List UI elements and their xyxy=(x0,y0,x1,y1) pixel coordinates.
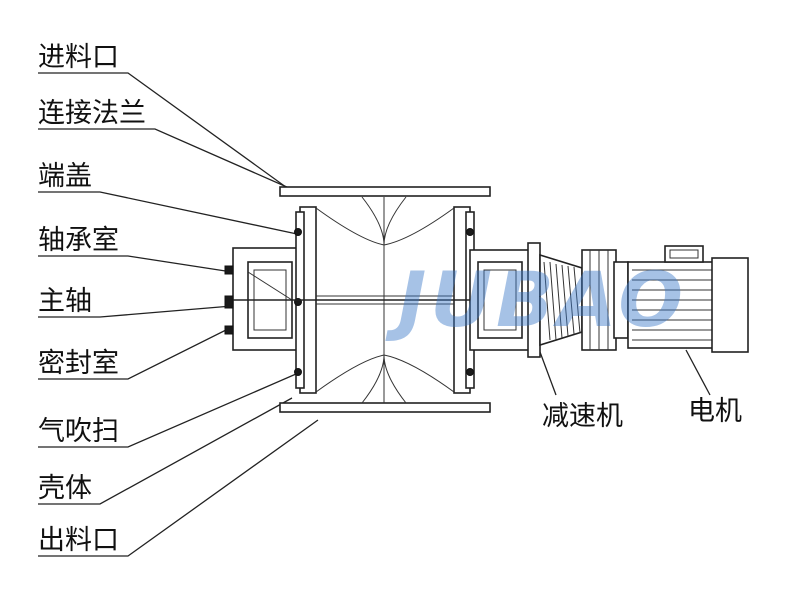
bolt xyxy=(224,325,234,335)
label-inlet: 进料口 xyxy=(38,42,119,73)
bolt xyxy=(224,265,234,275)
bolt xyxy=(466,368,474,376)
bolt xyxy=(224,295,234,309)
left-label-group: 进料口 连接法兰 端盖 轴承室 主轴 密封室 气吹扫 壳体 出料口 xyxy=(38,42,146,556)
bolt xyxy=(294,368,302,376)
leader-outlet xyxy=(38,419,319,557)
leader-air-purge xyxy=(38,373,297,448)
leader-seal-chamber xyxy=(38,311,263,380)
motor xyxy=(627,245,749,353)
label-air-purge: 气吹扫 xyxy=(38,416,119,447)
motor-fan-cover xyxy=(711,257,749,353)
inlet-flange xyxy=(279,186,491,197)
outlet-flange xyxy=(279,402,491,413)
label-motor: 电机 xyxy=(688,396,742,427)
watermark-logo: JUBAO xyxy=(385,255,687,344)
label-flange: 连接法兰 xyxy=(38,98,146,129)
leader-bearing-chamber xyxy=(38,255,233,273)
bolt xyxy=(294,228,302,236)
leader-inlet xyxy=(38,72,291,191)
leader-main-shaft xyxy=(38,305,233,318)
leader-flange xyxy=(38,128,306,196)
label-reducer: 减速机 xyxy=(542,401,623,432)
leader-end-cover xyxy=(38,191,298,235)
bolt xyxy=(466,228,474,236)
leader-motor xyxy=(685,349,711,396)
label-seal-chamber: 密封室 xyxy=(38,348,119,379)
leader-reducer xyxy=(539,351,557,396)
label-end-cover: 端盖 xyxy=(38,161,92,192)
valve-body xyxy=(224,186,540,413)
reducer xyxy=(527,242,629,358)
right-seal-chamber xyxy=(477,261,523,339)
housing-upper-curve xyxy=(315,207,455,246)
label-main-shaft: 主轴 xyxy=(38,286,92,317)
leader-lines xyxy=(38,72,711,557)
leader-housing xyxy=(38,397,293,505)
label-bearing-chamber: 轴承室 xyxy=(38,225,119,256)
label-outlet: 出料口 xyxy=(38,525,119,556)
label-housing: 壳体 xyxy=(38,473,92,504)
housing-lower-curve xyxy=(315,354,455,393)
